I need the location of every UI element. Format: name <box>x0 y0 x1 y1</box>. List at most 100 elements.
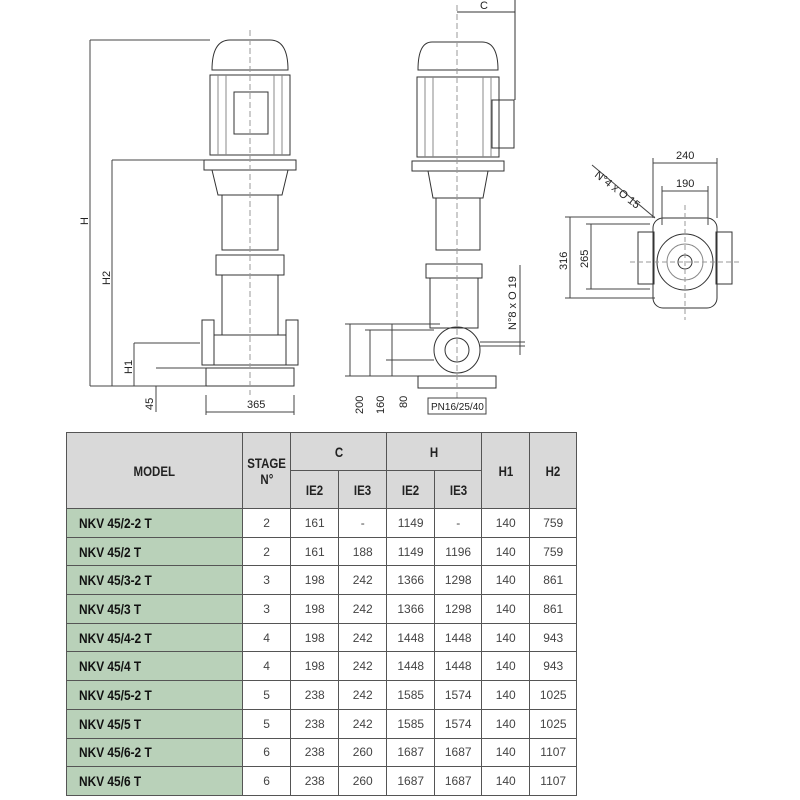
dim-200: 200 <box>354 396 366 414</box>
c-ie3-cell: 260 <box>338 737 388 768</box>
pump-dimension-drawing: H H2 H1 45 365 C 200 160 80 N°8 x O 19 P… <box>79 0 740 415</box>
h1-cell: 140 <box>481 766 531 796</box>
h1-cell: 140 <box>481 680 531 710</box>
side-view-dimensions <box>345 265 525 415</box>
c-ie3-cell: 242 <box>338 565 388 596</box>
header-c-ie2: IE2 <box>290 470 340 509</box>
h-ie2-cell: 1687 <box>386 737 436 768</box>
h1-cell: 140 <box>481 651 531 682</box>
stage-cell: 2 <box>241 536 292 567</box>
h-ie2-cell: 1149 <box>386 508 436 538</box>
h1-cell: 140 <box>481 708 531 739</box>
c-ie2-cell: 161 <box>290 508 340 538</box>
dim-265: 265 <box>579 250 591 268</box>
h-ie3-cell: - <box>434 508 483 538</box>
model-cell: NKV 45/5 T <box>66 708 243 739</box>
h2-cell: 1107 <box>529 737 578 768</box>
h-ie3-cell: 1448 <box>434 622 483 653</box>
pressure-rating-label: PN16/25/40 <box>431 402 484 413</box>
model-cell: NKV 45/4 T <box>66 651 243 682</box>
side-view-pump <box>411 0 516 400</box>
header-h: H <box>386 432 483 471</box>
c-ie3-cell: - <box>338 508 388 538</box>
stage-cell: 4 <box>241 622 292 653</box>
c-ie3-cell: 242 <box>338 680 388 710</box>
h1-cell: 140 <box>481 622 531 653</box>
dim-160: 160 <box>375 396 387 414</box>
h-ie2-cell: 1687 <box>386 766 436 796</box>
front-view-pump <box>201 30 299 395</box>
stage-cell: 5 <box>241 708 292 739</box>
h2-cell: 861 <box>529 565 578 596</box>
h-ie3-cell: 1298 <box>434 594 483 624</box>
h-ie2-cell: 1585 <box>386 680 436 710</box>
base-holes-label: N°4 x O 15 <box>592 169 642 212</box>
stage-cell: 3 <box>241 594 292 624</box>
c-ie2-cell: 161 <box>290 536 340 567</box>
c-ie2-cell: 198 <box>290 651 340 682</box>
flange-holes-label: N°8 x O 19 <box>507 276 519 330</box>
stage-cell: 2 <box>241 508 292 538</box>
dim-316: 316 <box>558 252 570 270</box>
dim-190: 190 <box>676 178 694 190</box>
c-ie2-cell: 238 <box>290 708 340 739</box>
h-ie3-cell: 1687 <box>434 766 483 796</box>
header-h-ie3: IE3 <box>434 470 483 509</box>
h-ie3-cell: 1448 <box>434 651 483 682</box>
model-cell: NKV 45/2-2 T <box>66 508 243 538</box>
c-ie2-cell: 238 <box>290 737 340 768</box>
model-cell: NKV 45/4-2 T <box>66 622 243 653</box>
h-ie3-cell: 1574 <box>434 708 483 739</box>
stage-cell: 6 <box>241 737 292 768</box>
header-model: MODEL <box>66 432 243 509</box>
stage-cell: 6 <box>241 766 292 796</box>
header-h1: H1 <box>481 432 531 509</box>
dim-80: 80 <box>398 396 410 408</box>
c-ie2-cell: 198 <box>290 565 340 596</box>
h-ie3-cell: 1574 <box>434 680 483 710</box>
h2-cell: 943 <box>529 651 578 682</box>
c-ie3-cell: 242 <box>338 594 388 624</box>
base-view-dimensions <box>565 158 718 299</box>
header-c: C <box>290 432 388 471</box>
h2-cell: 759 <box>529 508 578 538</box>
h-ie2-cell: 1448 <box>386 622 436 653</box>
stage-cell: 3 <box>241 565 292 596</box>
model-cell: NKV 45/6-2 T <box>66 737 243 768</box>
dim-H2: H2 <box>101 271 113 285</box>
h-ie2-cell: 1366 <box>386 565 436 596</box>
model-cell: NKV 45/2 T <box>66 536 243 567</box>
model-cell: NKV 45/3 T <box>66 594 243 624</box>
c-ie2-cell: 198 <box>290 622 340 653</box>
base-view <box>630 205 740 320</box>
h-ie3-cell: 1298 <box>434 565 483 596</box>
c-ie2-cell: 238 <box>290 766 340 796</box>
model-cell: NKV 45/5-2 T <box>66 680 243 710</box>
c-ie2-cell: 198 <box>290 594 340 624</box>
c-ie3-cell: 242 <box>338 622 388 653</box>
h-ie3-cell: 1196 <box>434 536 483 567</box>
stage-cell: 5 <box>241 680 292 710</box>
h2-cell: 1025 <box>529 708 578 739</box>
dim-C: C <box>480 0 488 12</box>
model-cell: NKV 45/6 T <box>66 766 243 796</box>
h2-cell: 861 <box>529 594 578 624</box>
model-cell: NKV 45/3-2 T <box>66 565 243 596</box>
h-ie2-cell: 1585 <box>386 708 436 739</box>
h1-cell: 140 <box>481 508 531 538</box>
h2-cell: 1107 <box>529 766 578 796</box>
front-view-dimensions <box>89 39 295 415</box>
h-ie3-cell: 1687 <box>434 737 483 768</box>
h-ie2-cell: 1366 <box>386 594 436 624</box>
c-ie3-cell: 242 <box>338 651 388 682</box>
